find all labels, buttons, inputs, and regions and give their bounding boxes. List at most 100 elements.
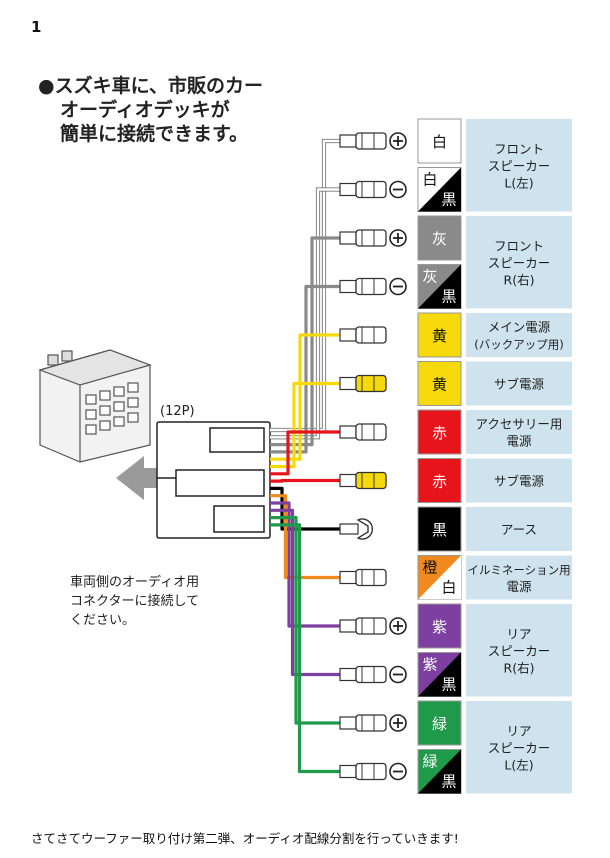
terminal-male-icon bbox=[339, 471, 387, 490]
terminals bbox=[339, 132, 407, 781]
wire-w12 bbox=[270, 508, 340, 677]
terminal-female-icon bbox=[339, 423, 387, 441]
terminal-plus-icon bbox=[339, 617, 407, 635]
terminal-female-icon bbox=[339, 568, 387, 587]
color-swatch: 灰黒 bbox=[417, 264, 462, 309]
harness-connector bbox=[156, 421, 271, 539]
wire-w14 bbox=[270, 523, 340, 774]
function-label-text: リア bbox=[506, 626, 531, 641]
terminal-plus-icon bbox=[339, 229, 407, 247]
wire-w5 bbox=[270, 333, 340, 461]
function-label-panel: サブ電源 bbox=[466, 458, 572, 503]
left-arrow-icon bbox=[116, 456, 172, 500]
color-swatch: 黒 bbox=[417, 506, 462, 552]
swatch-label: 緑 bbox=[422, 753, 437, 771]
terminal-minus-icon bbox=[339, 762, 407, 781]
wire-w11 bbox=[270, 501, 340, 628]
color-swatch: 白 bbox=[417, 118, 462, 164]
color-swatch: 黄 bbox=[417, 312, 462, 358]
color-swatch: 紫 bbox=[417, 603, 462, 649]
color-swatch: 灰 bbox=[417, 215, 462, 261]
color-swatch: 緑黒 bbox=[417, 749, 462, 794]
wire-w6 bbox=[270, 381, 340, 469]
color-swatch: 橙白 bbox=[417, 555, 462, 600]
swatch-label: 灰 bbox=[432, 230, 447, 248]
wire-w3 bbox=[270, 236, 340, 447]
swatch-label: 黒 bbox=[432, 521, 447, 539]
function-label-text: サブ電源 bbox=[494, 377, 545, 392]
terminal-ring-icon bbox=[339, 518, 374, 540]
car-side-note: 車両側のオーディオ用 コネクターに接続して ください。 bbox=[70, 574, 199, 628]
headline-line-2: オーディオデッキが bbox=[60, 98, 230, 121]
headline-line-1: ●スズキ車に、市販のカー bbox=[38, 74, 263, 97]
headline: ●スズキ車に、市販のカー オーディオデッキが 簡単に接続できます。 bbox=[38, 74, 263, 145]
wire-w10 bbox=[270, 494, 340, 580]
function-label-text: 電源 bbox=[506, 434, 532, 449]
function-label-text: R(右) bbox=[504, 660, 535, 675]
function-label-text: リア bbox=[506, 723, 531, 738]
function-label-panel: アース bbox=[466, 507, 572, 551]
swatch-label-2: 黒 bbox=[441, 191, 456, 209]
car-side-note-line-1: 車両側のオーディオ用 bbox=[70, 574, 199, 590]
car-side-note-line-2: コネクターに接続して bbox=[70, 593, 199, 609]
swatch-label: 灰 bbox=[422, 268, 437, 286]
swatch-label-2: 白 bbox=[441, 579, 456, 597]
function-labels: フロントスピーカーL(左)フロントスピーカーR(右)メイン電源(バックアップ用)… bbox=[466, 119, 572, 794]
function-label-panel: サブ電源 bbox=[466, 361, 572, 406]
function-label-text: サブ電源 bbox=[494, 474, 545, 489]
wire-w8 bbox=[270, 478, 340, 483]
wires bbox=[270, 138, 340, 774]
terminal-plus-icon bbox=[339, 132, 407, 150]
caption: さてさてウーファー取り付け第二弾、オーディオ配線分割を行っていきます! bbox=[31, 831, 459, 846]
color-swatch: 黄 bbox=[417, 361, 462, 406]
wiring-diagram: ●スズキ車に、市販のカー オーディオデッキが 簡単に接続できます。 (12P) … bbox=[38, 74, 572, 794]
function-label-text: アクセサリー用 bbox=[476, 417, 563, 432]
function-label-text: メイン電源 bbox=[488, 320, 551, 335]
color-swatch: 緑 bbox=[417, 700, 462, 746]
swatch-label-2: 黒 bbox=[441, 676, 456, 694]
terminal-minus-icon bbox=[339, 180, 407, 199]
function-label-text: フロント bbox=[494, 141, 544, 156]
color-swatch: 白黒 bbox=[417, 167, 462, 212]
wire-w7 bbox=[270, 430, 340, 476]
swatch-label: 赤 bbox=[432, 473, 447, 491]
color-swatch: 赤 bbox=[417, 409, 462, 455]
function-label-panel: メイン電源 (バックアップ用) bbox=[466, 313, 572, 357]
function-label-text: スピーカー bbox=[488, 158, 551, 173]
function-label-text: アース bbox=[501, 522, 537, 537]
swatch-label: 紫 bbox=[422, 656, 437, 674]
function-label-text: スピーカー bbox=[488, 740, 551, 755]
terminal-female-icon bbox=[339, 326, 387, 344]
function-label-text: L(左) bbox=[504, 175, 533, 190]
terminal-minus-icon bbox=[339, 665, 407, 684]
swatch-label: 黄 bbox=[432, 376, 447, 394]
color-swatch: 赤 bbox=[417, 458, 462, 503]
function-label-text: L(左) bbox=[504, 757, 533, 772]
car-side-note-line-3: ください。 bbox=[70, 613, 135, 628]
function-label-text: フロント bbox=[494, 238, 544, 253]
swatch-label: 橙 bbox=[422, 559, 437, 577]
function-label-text: R(右) bbox=[504, 272, 535, 287]
swatch-label: 白 bbox=[432, 133, 447, 151]
function-label-text: スピーカー bbox=[488, 255, 551, 270]
swatch-label-2: 黒 bbox=[441, 773, 456, 791]
function-label-text: イルミネーション用 bbox=[467, 563, 570, 577]
function-label-text: (バックアップ用) bbox=[474, 338, 563, 352]
swatch-label-2: 黒 bbox=[441, 288, 456, 306]
terminal-minus-icon bbox=[339, 277, 407, 296]
swatch-label: 紫 bbox=[432, 618, 447, 636]
headline-line-3: 簡単に接続できます。 bbox=[60, 122, 248, 145]
page-number: 1 bbox=[31, 18, 42, 36]
function-label-text: 電源 bbox=[506, 579, 532, 594]
terminal-plus-icon bbox=[339, 714, 407, 732]
swatch-label: 赤 bbox=[432, 424, 447, 442]
vehicle-connector-icon bbox=[38, 349, 152, 463]
function-label-text: スピーカー bbox=[488, 643, 551, 658]
